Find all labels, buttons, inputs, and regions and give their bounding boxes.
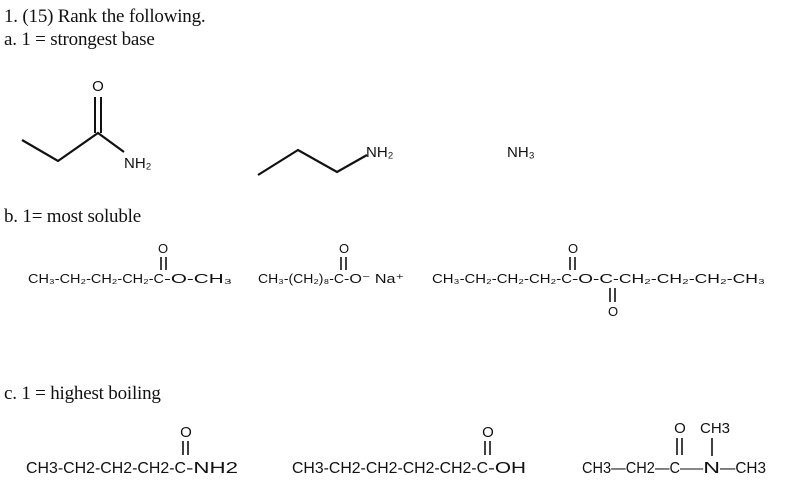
b1-oxygen: O xyxy=(158,241,168,256)
b3-middle-link: -O-C xyxy=(572,271,613,286)
b3-top-oxygen: O xyxy=(568,241,578,256)
part-a-label: a. 1 = strongest base xyxy=(4,29,155,50)
c2-left-chain: CH3-CH2-CH2-CH2-CH2-C xyxy=(292,460,488,477)
b1-left-chain: CH₃-CH₂-CH₂-CH₂-C xyxy=(28,271,164,286)
b2-oxygen: O xyxy=(339,241,349,256)
c1-left-chain: CH3-CH2-CH2-CH2-C xyxy=(26,460,186,477)
c3-left-chain: CH3—CH2—C xyxy=(582,460,680,477)
question-title: 1. (15) Rank the following. xyxy=(4,6,206,27)
molecule-c2-acid: O CH3-CH2-CH2-CH2-CH2-C -OH xyxy=(292,424,526,477)
molecule-a2-propylamine: NH₂ xyxy=(257,144,394,176)
molecule-a1-propanamide: O NH₂ xyxy=(21,78,152,172)
c2-right-group: -OH xyxy=(488,460,526,477)
b1-right-chain: -O-CH₃ xyxy=(164,271,232,286)
a1-oxygen: O xyxy=(92,78,104,95)
a2-amine-group: NH₂ xyxy=(366,144,394,161)
part-c-label: c. 1 = highest boiling xyxy=(4,383,161,404)
molecule-b1-ester: O CH₃-CH₂-CH₂-CH₂-C -O-CH₃ xyxy=(28,241,232,286)
c1-oxygen: O xyxy=(180,424,192,441)
a1-amide-group: NH₂ xyxy=(124,155,152,172)
a2-carbon-chain xyxy=(257,148,368,176)
a3-ammonia: NH₃ xyxy=(507,144,535,161)
b3-bottom-oxygen: O xyxy=(608,304,618,319)
molecule-c1-amide: O CH3-CH2-CH2-CH2-C -NH2 xyxy=(26,424,238,477)
b3-right-chain: -CH₂-CH₂-CH₂-CH₃ xyxy=(613,271,765,286)
c1-right-group: -NH2 xyxy=(186,460,238,477)
molecule-b2-carboxylate: O CH₃-(CH₂)₈-C -O⁻ Na⁺ xyxy=(258,241,404,286)
c3-methyl-substituent: CH3 xyxy=(700,420,730,437)
c2-oxygen: O xyxy=(482,424,494,441)
molecule-c3-tertiary-amide: O CH3 CH3—CH2—C —N —CH3 xyxy=(582,420,766,477)
a1-carbon-chain xyxy=(21,131,125,163)
c3-oxygen: O xyxy=(674,420,686,437)
c3-nitrogen: —N xyxy=(680,460,720,477)
b2-left-chain: CH₃-(CH₂)₈-C xyxy=(258,271,344,286)
b3-left-chain: CH₃-CH₂-CH₂-CH₂-C xyxy=(432,271,572,286)
b2-right-group: -O⁻ Na⁺ xyxy=(344,271,404,286)
molecule-b3-anhydride: O CH₃-CH₂-CH₂-CH₂-C -O-C -CH₂-CH₂-CH₂-CH… xyxy=(432,241,765,319)
part-b-label: b. 1= most soluble xyxy=(4,206,141,227)
c3-right-methyl: —CH3 xyxy=(720,460,766,477)
